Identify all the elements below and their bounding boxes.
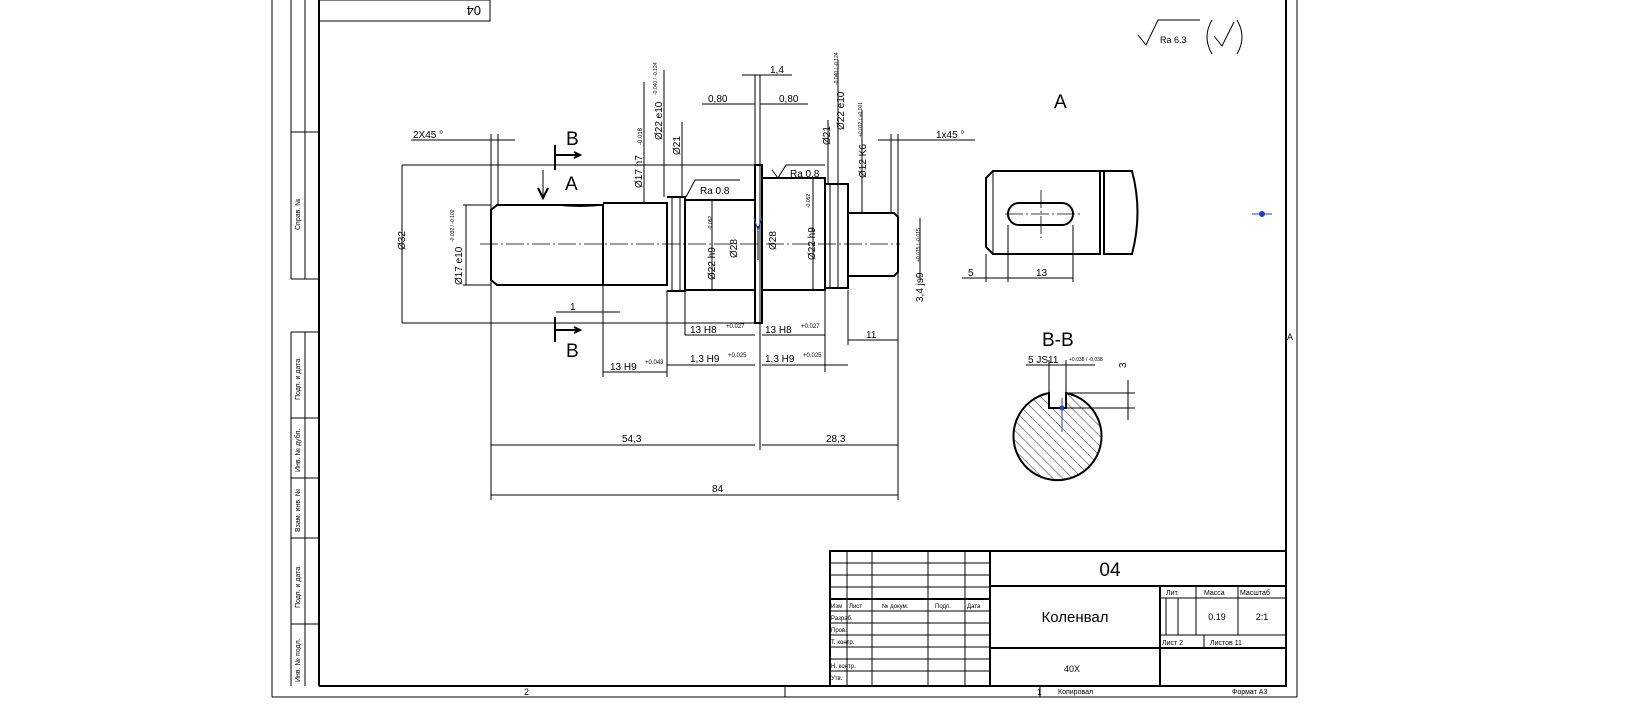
dim-d22h9-right-tol: -0.052 — [806, 194, 812, 208]
dim-w13h9-tol: +0.043 — [645, 360, 664, 366]
dim-d22e10-right: Ø22 e10 — [836, 91, 847, 130]
dim-w13h8-right: 13 H8 — [765, 325, 792, 336]
cut-a-label: A — [565, 174, 578, 195]
dim-34js9: 3,4 js9 — [915, 272, 926, 302]
bb-dim-5js11-tol: +0.038 / -0.038 — [1069, 357, 1103, 363]
col-scale: Масштаб — [1240, 589, 1270, 597]
view-a-dim-13: 13 — [1036, 268, 1048, 279]
label-inv-dubl: Инв. № дубл. — [294, 429, 302, 472]
dim-34js9-tol: +0.015 / -0.015 — [916, 228, 922, 262]
dim-w13h8-left-tol: +0.027 — [726, 324, 745, 330]
dim-collar-14: 1,4 — [770, 65, 784, 76]
view-a-title: A — [1054, 92, 1067, 113]
dim-d28-b: Ø28 — [768, 231, 779, 250]
dim-d22h9-right: Ø22 h9 — [807, 227, 818, 260]
roughness-general: Ra 6.3 — [1160, 35, 1187, 45]
scale-value: 2:1 — [1256, 612, 1269, 622]
shaft-main-view: B B A Ø32 Ø17 e10 -0.032 / -0.102 — [397, 52, 1272, 500]
dim-d17e10: Ø17 e10 — [454, 246, 465, 285]
roughness-local-2: Ra 0.8 — [790, 169, 820, 180]
dim-283: 28,3 — [826, 434, 846, 445]
dim-chamfer-left: 2X45 ° — [413, 130, 443, 141]
left-strip: 04 Справ. № Подп. и дата Инв. № дубл. Вз… — [290, 0, 491, 686]
hdr-doc: № докум. — [882, 603, 909, 610]
dim-chamfer-right: 1x45 ° — [936, 130, 964, 141]
role-prov: Пров. — [831, 628, 847, 634]
dim-d22e10-left-tol: -0.040 / -0.124 — [653, 62, 659, 95]
general-roughness-mark: Ra 6.3 — [1137, 19, 1243, 55]
dim-d12k6-tol: +0.012 / +0.001 — [858, 102, 864, 137]
hdr-list: Лист — [849, 604, 862, 610]
format-label: Формат А3 — [1232, 689, 1267, 696]
role-razrab: Разраб. — [831, 616, 853, 622]
dim-d32: Ø32 — [397, 231, 408, 250]
section-bb-title: B-B — [1042, 330, 1074, 351]
label-sprav: Справ. № — [295, 198, 302, 230]
section-b-b: B-B 5 JS11 +0.038 / -0.038 3 — [1012, 330, 1135, 482]
cut-b-bottom: B — [566, 341, 579, 362]
sheet-number: Лист 2 — [1162, 640, 1183, 647]
label-inv-podl: Инв. № подл. — [295, 638, 302, 682]
dim-d17h7-tol: -0.018 — [638, 127, 644, 145]
label-podp-data-1: Подп. и дата — [295, 359, 302, 400]
dim-w13h9-left: 1,3 H9 — [690, 354, 720, 365]
dim-groove-080-left: 0,80 — [708, 94, 728, 105]
right-edge-mark: A — [1287, 332, 1293, 342]
drawing-code: 04 — [1099, 560, 1121, 581]
dim-d22e10-left: Ø22 e10 — [654, 101, 665, 140]
material: 40X — [1064, 664, 1080, 674]
label-vzam-inv: Взам. инв. № — [295, 489, 302, 532]
drawing-frame: 2 1 Копировал Формат А3 A — [271, 0, 1298, 698]
hdr-sign: Подп. — [935, 604, 951, 610]
dim-d21-left: Ø21 — [672, 136, 683, 155]
bb-dim-5js11: 5 JS11 — [1028, 355, 1059, 366]
label-podp-data-2: Подп. и дата — [295, 567, 302, 608]
col-mass: Масса — [1204, 590, 1225, 597]
role-tkontr: Т. контр. — [831, 640, 855, 646]
dim-w13h9-right: 1,3 H9 — [765, 354, 795, 365]
copied-label: Копировал — [1058, 689, 1093, 696]
dim-d22h9-left-tol: -0.052 — [708, 216, 714, 230]
dim-d21-right: Ø21 — [822, 126, 833, 145]
view-a-dim-5: 5 — [968, 268, 974, 279]
dim-d17h7: Ø17 h7 — [634, 155, 645, 188]
dim-w13h8-left: 13 H8 — [690, 325, 717, 336]
top-box-code: 04 — [467, 3, 481, 18]
dim-groove-080-right: 0,80 — [779, 94, 799, 105]
dim-1: 1 — [570, 302, 576, 313]
view-a: A 5 13 — [962, 92, 1139, 282]
title-block: Изм Лист № докум. Подп. Дата Разраб. Про… — [829, 550, 1287, 687]
bb-dim-3: 3 — [1118, 362, 1129, 368]
dim-w13h9-left-tol: +0.025 — [728, 353, 747, 359]
sheets-total: Листов 11 — [1210, 640, 1242, 647]
dim-w13h9-right-tol: +0.025 — [803, 353, 822, 359]
roughness-local-1: Ra 0.8 — [700, 186, 730, 197]
hdr-izm: Изм — [831, 604, 842, 610]
dim-w13h9: 13 H9 — [610, 362, 637, 373]
bottom-left-number: 2 — [524, 687, 529, 697]
dim-w13h8-right-tol: +0.027 — [801, 324, 820, 330]
dim-d17e10-tol: -0.032 / -0.102 — [450, 209, 456, 242]
dim-543: 54,3 — [622, 434, 642, 445]
dim-d22e10-right-tol: -0.040 / -0.124 — [834, 52, 840, 85]
col-lit: Лит. — [1166, 590, 1179, 597]
bottom-mid-number: 1 — [1037, 688, 1042, 697]
part-name: Коленвал — [1041, 609, 1108, 626]
cut-b-top: B — [566, 129, 579, 150]
dim-84: 84 — [712, 484, 724, 495]
role-utv: Утв. — [831, 676, 843, 682]
hdr-date: Дата — [967, 604, 981, 610]
dim-d28-a: Ø28 — [729, 239, 740, 258]
dim-11: 11 — [866, 330, 877, 341]
mass-value: 0.19 — [1208, 612, 1226, 622]
dim-d12k6: Ø12 K6 — [858, 144, 869, 178]
role-nkontr: Н. контр. — [831, 664, 856, 670]
